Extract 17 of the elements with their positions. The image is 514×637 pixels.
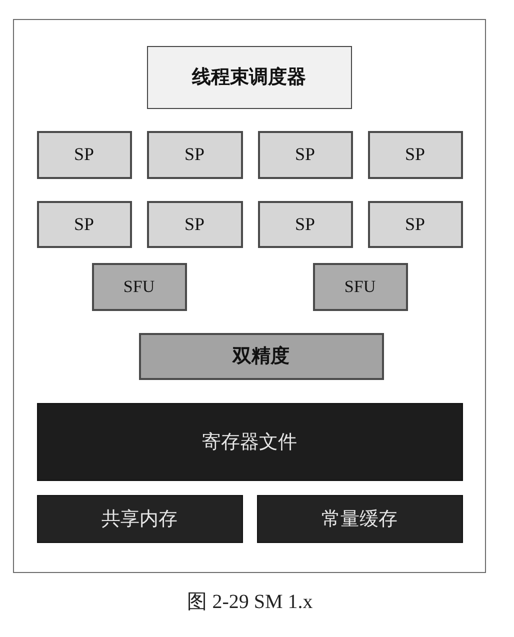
processor-box: SP — [146, 130, 242, 178]
scheduler-box: 线程束调度器 — [146, 46, 352, 108]
memory-box: 常量缓存 — [256, 494, 462, 542]
memory-box: 共享内存 — [36, 494, 242, 542]
frame-box — [13, 19, 486, 573]
processor-box: SP — [36, 200, 132, 248]
function-unit-box: SFU — [312, 262, 408, 310]
register-file-box: 寄存器文件 — [36, 402, 462, 480]
processor-box: SP — [368, 200, 462, 248]
function-unit-box: SFU — [92, 262, 186, 310]
figure-caption: 图 2-29 SM 1.x — [186, 590, 314, 615]
processor-box: SP — [258, 200, 352, 248]
processor-box: SP — [146, 200, 242, 248]
processor-box: SP — [368, 130, 462, 178]
processor-box: SP — [36, 130, 132, 178]
double-precision-box: 双精度 — [138, 332, 384, 380]
processor-box: SP — [258, 130, 352, 178]
